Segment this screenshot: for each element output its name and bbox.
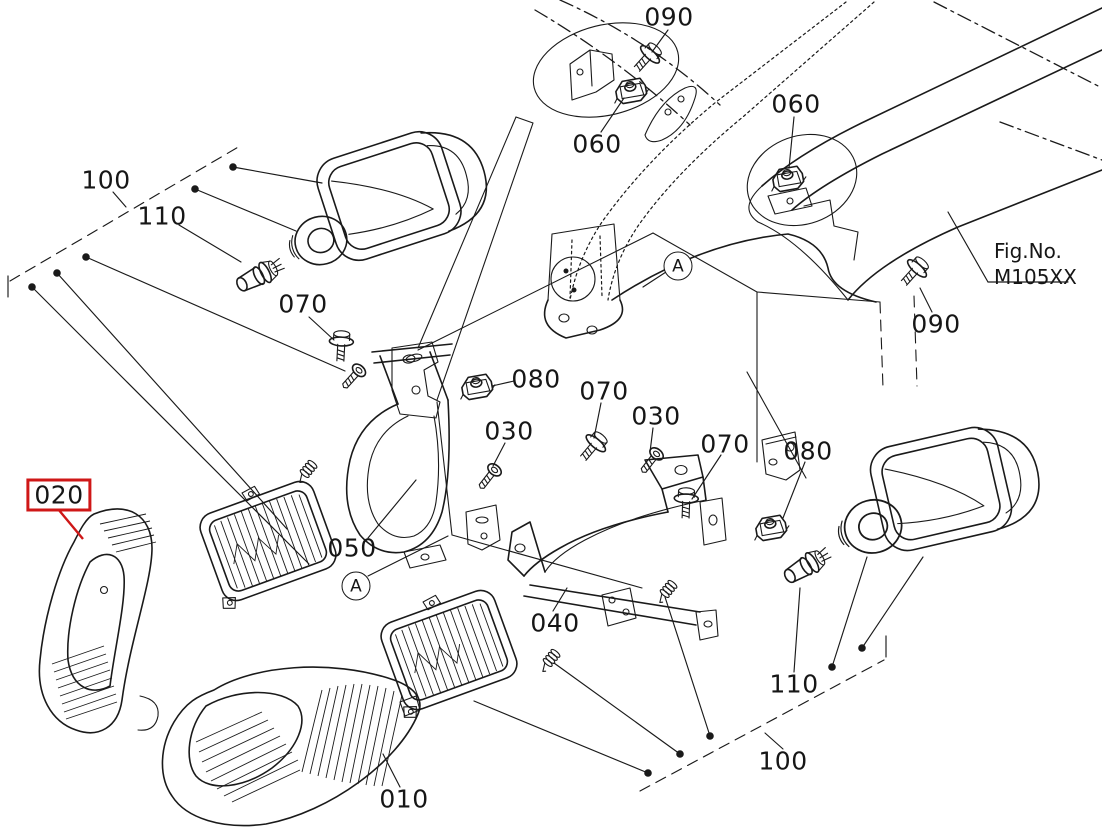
screw-small-left: [337, 360, 369, 394]
figure-number-label: Fig.No.: [994, 239, 1062, 263]
part-callout-070[interactable]: 070: [579, 376, 629, 406]
lamp-bracket-050: [345, 343, 453, 569]
part-callout-100[interactable]: 100: [758, 746, 808, 776]
figure-number-block: Fig.No. M105XX: [994, 238, 1077, 290]
part-callout-050[interactable]: 050: [327, 533, 377, 563]
small-mount-brackets: [465, 431, 801, 627]
part-callout-010[interactable]: 010: [379, 784, 429, 814]
detail-view-marker: A: [341, 571, 371, 601]
clip-nut-060-top: [610, 76, 652, 106]
part-callout-110[interactable]: 110: [137, 201, 187, 231]
headlight-housing-right: [864, 414, 1050, 557]
highlight-leader-line: [57, 508, 84, 540]
tractor-hood-outline: [534, 0, 1102, 389]
headlight-housing-left: [310, 114, 500, 268]
detail-view-marker: A: [663, 251, 693, 281]
screw-030-left: [473, 460, 505, 494]
bolt-090-top: [627, 37, 667, 78]
part-callout-110[interactable]: 110: [769, 669, 819, 699]
mount-detail-balloon-right: [746, 133, 858, 227]
part-callout-040[interactable]: 040: [530, 608, 580, 638]
part-callout-020[interactable]: 020: [26, 478, 92, 512]
bolt-090-right: [894, 251, 934, 292]
bulb-socket-right: [779, 542, 835, 589]
part-callout-060[interactable]: 060: [572, 129, 622, 159]
part-callout-070[interactable]: 070: [700, 429, 750, 459]
figure-number-value: M105XX: [994, 265, 1077, 289]
front-support-frame: [543, 1, 877, 339]
part-callout-030[interactable]: 030: [484, 416, 534, 446]
headlight-bezel-020: [38, 508, 159, 734]
part-callout-100[interactable]: 100: [81, 165, 131, 195]
clip-nut-080-right: [750, 513, 792, 543]
headlight-lens-left: [186, 467, 343, 613]
screw-030-right: [635, 444, 667, 478]
part-callout-090[interactable]: 090: [644, 2, 694, 32]
witness-dots-and-leaders: [28, 163, 924, 777]
part-callout-080[interactable]: 080: [511, 364, 561, 394]
headlight-case-010: [161, 666, 421, 827]
grommet-right: [831, 492, 909, 562]
bolt-070-left: [327, 329, 355, 363]
part-callout-070[interactable]: 070: [278, 289, 328, 319]
callout-leader-lines: [112, 29, 1069, 788]
spring-screw-2: [536, 647, 562, 675]
grommet-left: [282, 209, 354, 273]
mount-detail-balloon-top: [532, 22, 680, 118]
bolt-070-middle: [573, 426, 613, 467]
lamp-bracket-040: [507, 454, 719, 641]
group-boundary-lines: [7, 145, 887, 792]
clip-nut-080-left: [456, 372, 498, 402]
part-callout-090[interactable]: 090: [911, 309, 961, 339]
part-callout-060[interactable]: 060: [771, 89, 821, 119]
part-callout-030[interactable]: 030: [631, 401, 681, 431]
part-callout-080[interactable]: 080: [783, 436, 833, 466]
mounting-plane: [391, 116, 807, 589]
